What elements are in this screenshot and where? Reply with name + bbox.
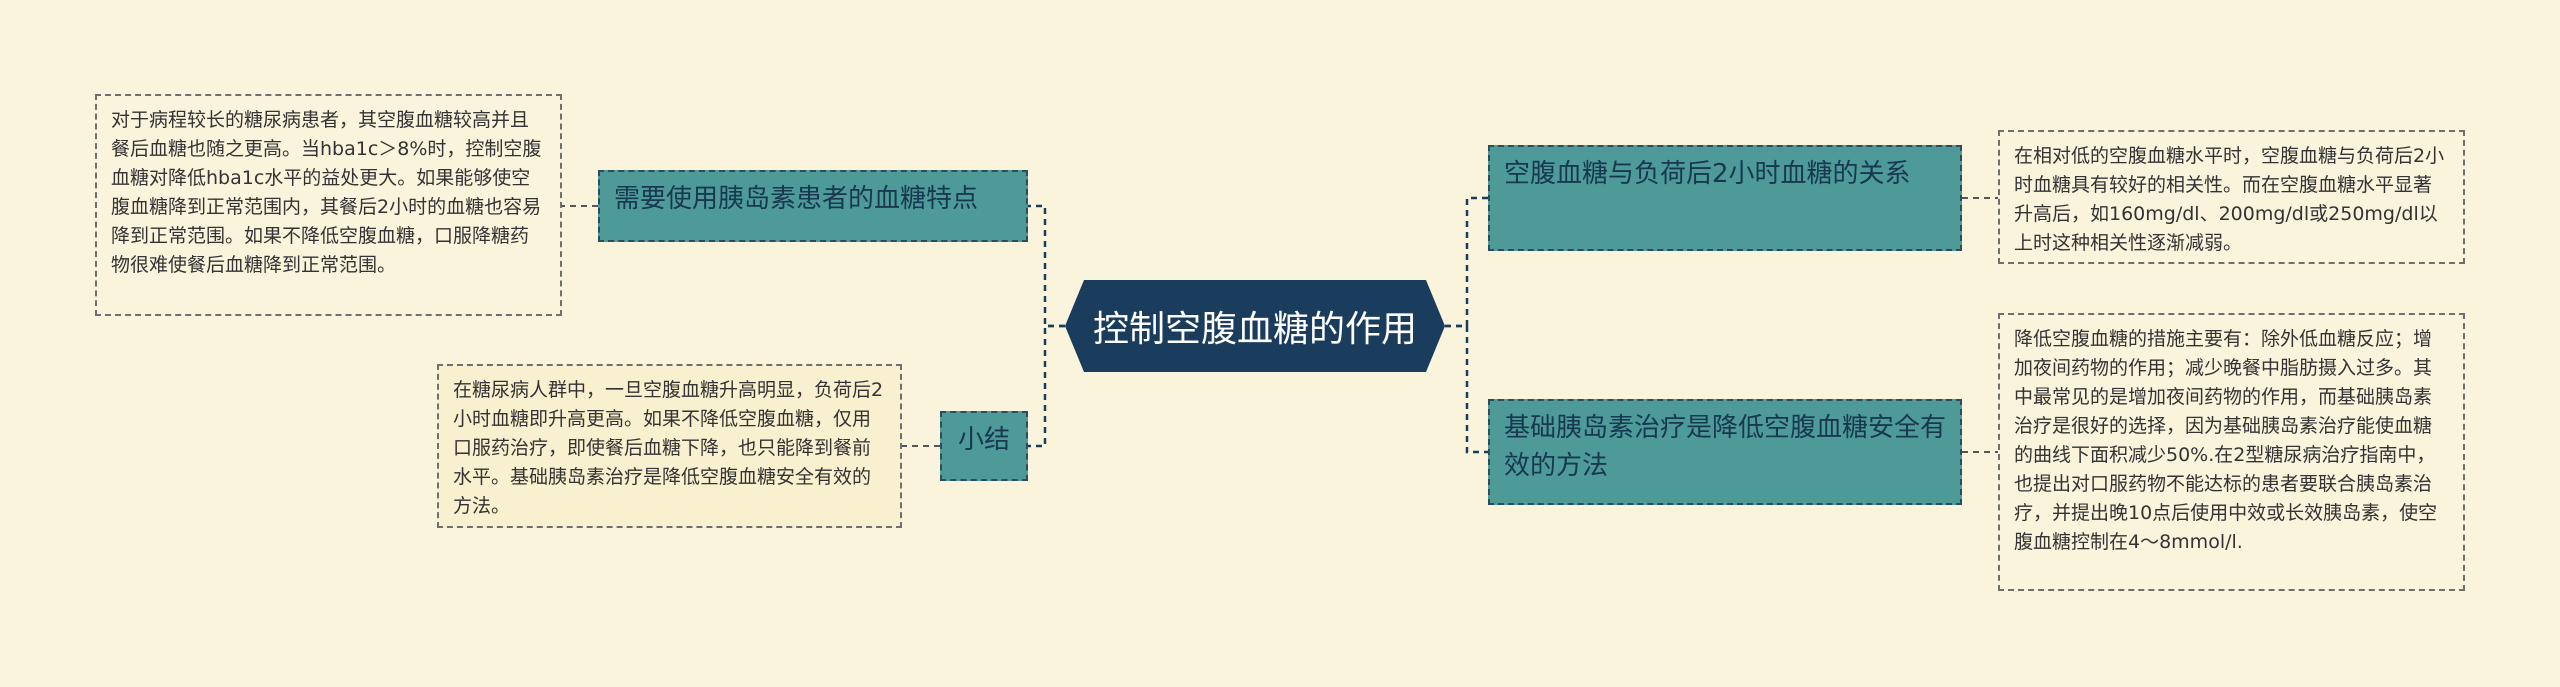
- connector-root-left-top: [1028, 204, 1065, 328]
- note-right-bottom: 降低空腹血糖的措施主要有：除外低血糖反应；增加夜间药物的作用；减少晚餐中脂肪摄入…: [1998, 313, 2465, 591]
- note-right-top: 在相对低的空腹血糖水平时，空腹血糖与负荷后2小时血糖具有较好的相关性。而在空腹血…: [1998, 130, 2465, 264]
- connector-root-right-top: [1445, 196, 1488, 328]
- connector-root-right-bottom: [1445, 324, 1488, 454]
- connector-root-left-bottom: [1028, 324, 1065, 448]
- branch-left-bottom[interactable]: 小结: [940, 411, 1028, 481]
- note-left-top: 对于病程较长的糖尿病患者，其空腹血糖较高并且餐后血糖也随之更高。当hba1c＞8…: [95, 94, 562, 316]
- branch-right-top[interactable]: 空腹血糖与负荷后2小时血糖的关系: [1488, 145, 1962, 251]
- root-node[interactable]: 控制空腹血糖的作用: [1065, 280, 1445, 372]
- note-left-bottom: 在糖尿病人群中，一旦空腹血糖升高明显，负荷后2小时血糖即升高更高。如果不降低空腹…: [437, 364, 902, 528]
- branch-right-bottom[interactable]: 基础胰岛素治疗是降低空腹血糖安全有效的方法: [1488, 399, 1962, 505]
- branch-left-top[interactable]: 需要使用胰岛素患者的血糖特点: [598, 170, 1028, 242]
